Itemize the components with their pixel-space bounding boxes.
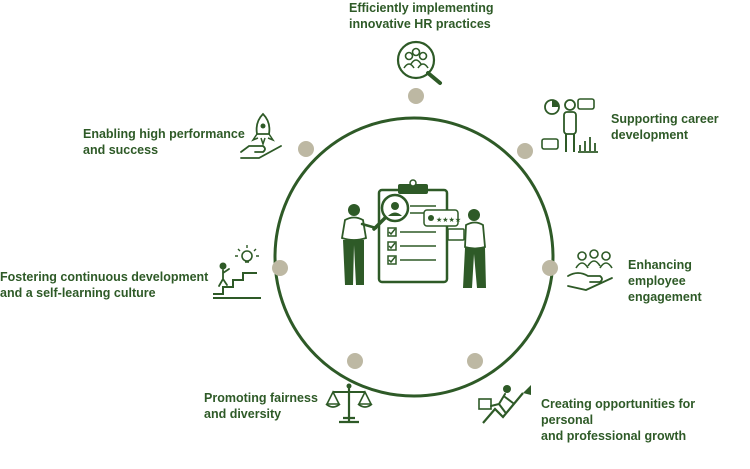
- node-dot-fairness: [347, 353, 363, 369]
- node-label-line: Enhancing employee: [628, 258, 692, 288]
- node-label-line: Fostering continuous development: [0, 270, 209, 284]
- node-label-career: Supporting career development: [611, 111, 719, 143]
- node-label-line: innovative HR practices: [349, 17, 491, 31]
- node-label-performance: Enabling high performance and success: [83, 126, 245, 158]
- hand-rocket-icon: [240, 112, 282, 159]
- hr-clipboard-review-icon: ★★★★: [340, 179, 486, 288]
- node-dot-engagement: [542, 260, 558, 276]
- node-label-line: and a self-learning culture: [0, 286, 156, 300]
- node-label-line: Efficiently implementing: [349, 1, 494, 15]
- node-label-line: and success: [83, 143, 159, 157]
- node-dot-learning: [272, 260, 288, 276]
- node-label-learning: Fostering continuous development and a se…: [0, 269, 208, 301]
- stairs-lightbulb-icon: [213, 245, 261, 299]
- cycle-ring: [273, 116, 555, 398]
- climbing-arrow-icon: [478, 385, 531, 424]
- node-label-hr-practices: Efficiently implementing innovative HR pr…: [349, 0, 493, 32]
- node-dot-career: [517, 143, 533, 159]
- node-label-line: Promoting fairness: [204, 391, 318, 405]
- node-label-line: and professional growth: [541, 429, 687, 443]
- node-label-line: Creating opportunities for personal: [541, 397, 696, 427]
- node-dot-hr-practices: [408, 88, 424, 104]
- balance-scale-icon: [325, 383, 373, 424]
- node-label-line: and diversity: [204, 407, 282, 421]
- node-dot-growth: [467, 353, 483, 369]
- node-label-engagement: Enhancing employee engagement: [628, 257, 750, 305]
- hand-holding-people-icon: [567, 249, 613, 291]
- node-dot-performance: [298, 141, 314, 157]
- node-label-line: Enabling high performance: [83, 127, 245, 141]
- node-label-line: development: [611, 128, 689, 142]
- node-label-line: engagement: [628, 290, 702, 304]
- node-label-fairness: Promoting fairness and diversity: [204, 390, 318, 422]
- career-growth-person-icon: [541, 98, 598, 153]
- team-magnifier-icon: [396, 40, 442, 85]
- node-label-growth: Creating opportunities for personal and p…: [541, 396, 750, 444]
- svg-text:★★★★: ★★★★: [436, 216, 461, 224]
- node-label-line: Supporting career: [611, 112, 719, 126]
